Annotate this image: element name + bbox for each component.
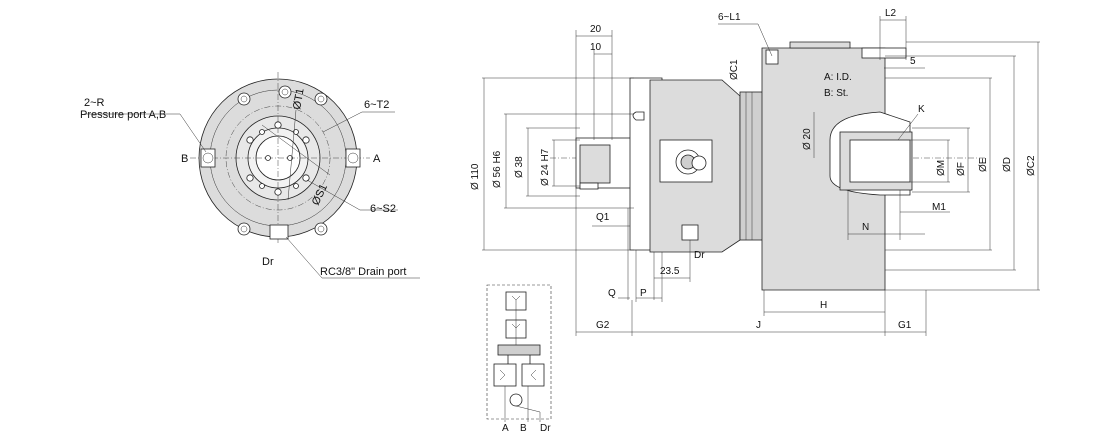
- dim-m: ØM: [936, 160, 947, 176]
- schematic-border: [486, 284, 552, 420]
- dim-g2: G2: [596, 320, 610, 331]
- port-b-label: B: [520, 423, 527, 434]
- top-slot: [861, 47, 907, 59]
- dim-p: P: [640, 288, 647, 299]
- port-a-circle: [347, 152, 359, 164]
- dim-g1: G1: [898, 320, 912, 331]
- dim-d: ØD: [1002, 157, 1013, 172]
- drain-port-box: [269, 224, 289, 240]
- dim-38: Ø 38: [514, 156, 525, 178]
- dim-l2: L2: [885, 8, 897, 19]
- leader-pressure: [84, 113, 207, 153]
- t2-holes: [237, 85, 328, 236]
- dim-5: 5: [910, 56, 916, 67]
- label-port-a: A: [373, 153, 381, 165]
- label-t1: ØT1: [291, 87, 307, 110]
- label-s2: 6~S2: [370, 203, 396, 215]
- l1-hole: [765, 49, 779, 65]
- dim-24: Ø 24 H7: [540, 148, 551, 186]
- label-drain-port: RC3/8" Drain port: [320, 266, 406, 278]
- dim-20-mid: Ø 20: [802, 128, 813, 150]
- dim-m1: M1: [932, 202, 946, 213]
- dim-h: H: [820, 300, 827, 311]
- dim-c1: ØC1: [729, 59, 740, 80]
- port-b-box: [200, 148, 216, 168]
- dim-q1: Q1: [596, 212, 610, 223]
- port-b-circle: [202, 152, 214, 164]
- dim-23-5: 23.5: [660, 266, 680, 277]
- dim-20-top: 20: [590, 24, 602, 35]
- dim-f: ØF: [956, 162, 967, 176]
- drain-block: [681, 224, 699, 241]
- dim-e: ØE: [978, 157, 989, 172]
- side-view: 20 10 6~L1 ØC1 L2 5 A: I.D. B: St. Ø 110…: [470, 8, 1040, 336]
- label-t2: 6~T2: [364, 99, 389, 111]
- dim-l1: 6~L1: [718, 12, 741, 23]
- dim-110: Ø 110: [470, 163, 481, 190]
- label-port-b: B: [181, 153, 188, 165]
- label-pressure-r: 2~R: [84, 97, 105, 109]
- dim-10: 10: [590, 42, 602, 53]
- hydraulic-schematic: A B Dr: [486, 284, 552, 434]
- dim-56: Ø 56 H6: [492, 150, 503, 188]
- front-view: 2~R Pressure port A,B ØT1 6~T2 B A ØS1 6…: [80, 72, 420, 279]
- s2-holes: [246, 121, 310, 196]
- leader-s2: [306, 179, 398, 211]
- dim-k: K: [918, 104, 925, 115]
- dim-c2: ØC2: [1026, 155, 1037, 176]
- dim-dr: Dr: [694, 250, 705, 261]
- leader-t2: [322, 111, 363, 133]
- note-a: A: I.D.: [824, 72, 852, 83]
- label-pressure-port: Pressure port A,B: [80, 109, 166, 121]
- port-a-box: [345, 148, 361, 168]
- port-a-label: A: [502, 423, 509, 434]
- leader-s1: [261, 124, 331, 176]
- leader-t1: [287, 109, 297, 201]
- shaft-bore: [579, 144, 611, 184]
- dim-j: J: [756, 320, 761, 331]
- dim-q: Q: [608, 288, 616, 299]
- leader-drain: [285, 236, 420, 279]
- label-dr: Dr: [262, 256, 274, 268]
- port-dr-label: Dr: [540, 423, 551, 434]
- note-b: B: St.: [824, 88, 848, 99]
- dim-n: N: [862, 222, 869, 233]
